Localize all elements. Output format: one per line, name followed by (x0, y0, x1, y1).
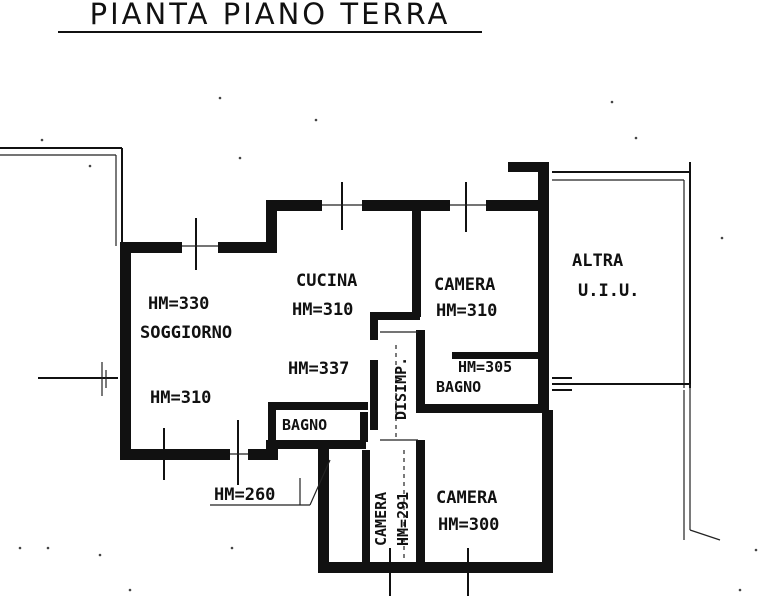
bagno1-hm: HM=305 (458, 358, 512, 376)
soggiorno-hm-top: HM=330 (148, 294, 209, 314)
window-marks (101, 182, 545, 596)
disimpegno-label: DISIMP. (392, 357, 410, 420)
camera2-label: CAMERA (436, 488, 497, 508)
camera1-hm: HM=310 (436, 301, 497, 321)
altra-uiu-line2: U.I.U. (578, 281, 639, 301)
bagno2-label: BAGNO (282, 416, 327, 434)
soggiorno-hm-bottom: HM=310 (150, 388, 211, 408)
cucina-label: CUCINA (296, 271, 357, 291)
left-boundary (0, 147, 123, 388)
other-unit-outline (552, 162, 721, 541)
camera2-hm: HM=300 (438, 515, 499, 535)
altra-uiu-line1: ALTRA (572, 251, 623, 271)
plan-title: PIANTA PIANO TERRA (90, 0, 451, 31)
camera3-label: CAMERA (372, 492, 390, 546)
room-labels: HM=330 SOGGIORNO HM=310 CUCINA HM=310 CA… (140, 251, 639, 546)
camera1-label: CAMERA (434, 275, 495, 295)
exterior-walls (120, 162, 553, 573)
hm-260-label: HM=260 (214, 485, 275, 505)
hm-260-leader (210, 459, 331, 506)
corridor-marks (380, 331, 418, 560)
cucina-hm: HM=310 (292, 300, 353, 320)
soggiorno-label: SOGGIORNO (140, 323, 232, 343)
scan-dots (18, 96, 758, 592)
camera3-hm: HM=291 (394, 492, 412, 546)
hall-hm: HM=337 (288, 359, 349, 379)
bagno1-label: BAGNO (436, 378, 481, 396)
interior-walls (268, 205, 542, 564)
